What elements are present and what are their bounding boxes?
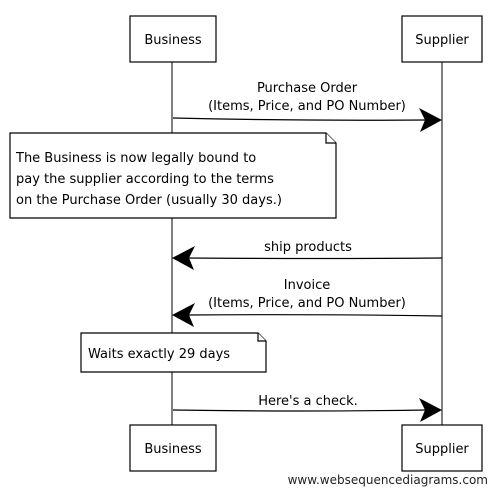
message-ship-products-line bbox=[187, 257, 443, 260]
message-purchase-order-title: Purchase Order bbox=[257, 81, 358, 96]
message-invoice-line bbox=[187, 314, 443, 317]
participant-supplier-top: Supplier bbox=[401, 15, 483, 63]
message-purchase-order-detail: (Items, Price, and PO Number) bbox=[208, 99, 406, 114]
participant-business-top: Business bbox=[129, 15, 217, 63]
note-waiting-period-text: Waits exactly 29 days bbox=[88, 347, 230, 362]
message-invoice-detail: (Items, Price, and PO Number) bbox=[208, 296, 406, 311]
message-payment-check-label: Here's a check. bbox=[258, 394, 358, 409]
participant-business-bottom-label: Business bbox=[144, 442, 202, 457]
message-purchase-order: Purchase Order (Items, Price, and PO Num… bbox=[172, 81, 442, 132]
participant-business-bottom: Business bbox=[129, 424, 217, 472]
note-legal-obligation-line-3: on the Purchase Order (usually 30 days.) bbox=[16, 193, 282, 208]
participant-supplier-bottom-label: Supplier bbox=[415, 442, 469, 457]
websequencediagrams-credit: www.websequencediagrams.com bbox=[288, 473, 488, 487]
message-ship-products-arrowhead bbox=[172, 246, 195, 270]
note-legal-obligation-line-1: The Business is now legally bound to bbox=[15, 151, 256, 166]
message-invoice-arrowhead bbox=[172, 303, 195, 327]
note-legal-obligation-line-2: pay the supplier according to the terms bbox=[16, 172, 274, 187]
message-payment-check-line bbox=[172, 409, 427, 412]
note-waiting-period: Waits exactly 29 days bbox=[80, 332, 267, 373]
message-invoice-title: Invoice bbox=[284, 278, 330, 293]
message-ship-products-label: ship products bbox=[264, 240, 352, 255]
participant-supplier-top-label: Supplier bbox=[415, 33, 469, 48]
message-purchase-order-line bbox=[172, 117, 427, 121]
message-payment-check-arrowhead bbox=[419, 398, 442, 422]
message-purchase-order-arrowhead bbox=[419, 108, 442, 132]
participant-supplier-bottom: Supplier bbox=[401, 424, 483, 472]
message-payment-check: Here's a check. bbox=[172, 394, 442, 422]
message-ship-products: ship products bbox=[172, 240, 443, 270]
message-invoice: Invoice (Items, Price, and PO Number) bbox=[172, 278, 443, 327]
note-legal-obligation: The Business is now legally bound to pay… bbox=[9, 132, 337, 219]
participant-business-top-label: Business bbox=[144, 33, 202, 48]
